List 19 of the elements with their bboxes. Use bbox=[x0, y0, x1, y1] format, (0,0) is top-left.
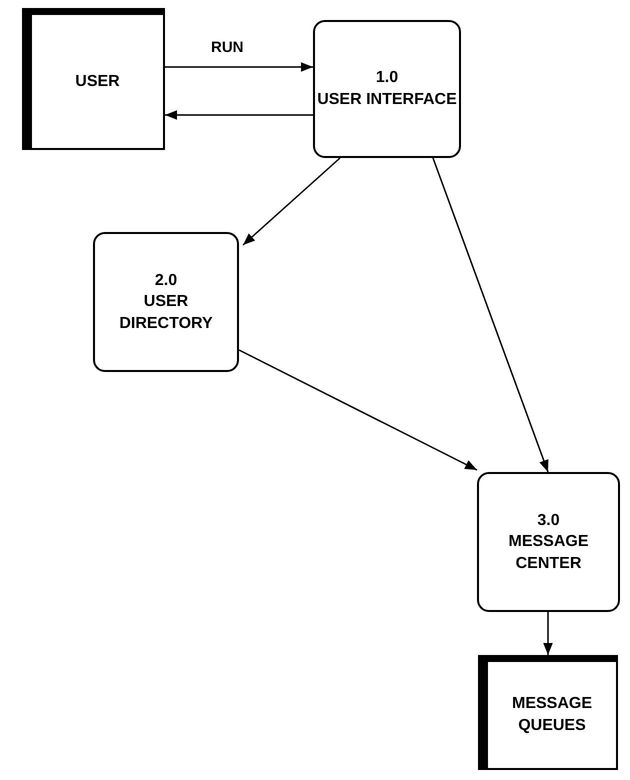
process-number: 2.0 bbox=[154, 270, 178, 291]
node-label: USER bbox=[75, 72, 120, 92]
arrow bbox=[242, 157, 340, 246]
process-box bbox=[477, 472, 620, 612]
arrow bbox=[432, 158, 549, 472]
arrow bbox=[238, 349, 478, 471]
process-box bbox=[313, 20, 461, 158]
node-label: MESSAGE CENTER bbox=[507, 532, 590, 574]
process-box bbox=[93, 232, 239, 372]
arrow bbox=[165, 110, 313, 120]
process-number: 3.0 bbox=[537, 510, 560, 531]
node-label: MESSAGE QUEUES bbox=[510, 694, 593, 736]
external-entity-box bbox=[22, 8, 165, 150]
process-number: 1.0 bbox=[376, 68, 398, 88]
arrow bbox=[165, 62, 313, 72]
external-entity-box bbox=[478, 655, 618, 770]
node-label: USER INTERFACE bbox=[317, 90, 457, 110]
node-label: USER DIRECTORY bbox=[118, 292, 214, 334]
arrow bbox=[543, 612, 553, 655]
